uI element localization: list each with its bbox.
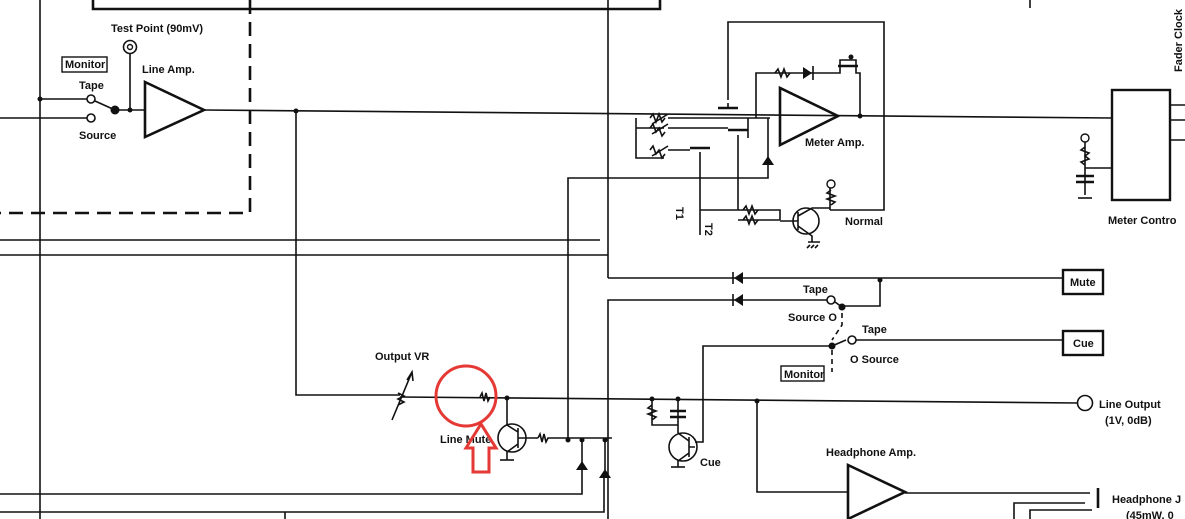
t2-label: T2	[702, 223, 714, 236]
line-output-wire	[399, 396, 1079, 404]
analog-switch-icons	[690, 21, 885, 235]
cue-terminal-box	[1061, 329, 1105, 357]
headphone-amp-icon	[846, 462, 909, 519]
wire	[812, 59, 861, 118]
diode-icon	[734, 272, 743, 284]
junction	[565, 437, 571, 443]
wire	[700, 209, 781, 221]
wire	[756, 401, 848, 493]
t1-label: T1	[673, 207, 685, 220]
cue-transistor-icon	[668, 432, 698, 462]
resistor-icon	[537, 431, 612, 445]
supply-terminal-icon	[1080, 133, 1090, 143]
resistor-icon	[479, 390, 491, 404]
bus-lines	[0, 239, 608, 256]
headphone-level-label: (45mW, 0	[1126, 510, 1174, 519]
wire	[905, 492, 1092, 519]
switch-wiper	[834, 301, 843, 308]
transistor-leads	[506, 424, 538, 460]
output-vr-icon	[391, 369, 414, 421]
junction	[848, 54, 854, 60]
transistor-leads	[780, 207, 830, 242]
tape-label: Tape	[803, 284, 828, 296]
test-point-label: Test Point (90mV)	[111, 23, 203, 35]
switch-contact-source	[86, 113, 96, 123]
diode-icon	[762, 156, 774, 165]
rc-network-icon	[1079, 142, 1112, 195]
module-boundary	[0, 0, 252, 215]
diode-icon	[599, 469, 611, 478]
meter-amp-label: Meter Amp.	[805, 137, 865, 149]
capacitor-icon	[1076, 174, 1094, 184]
junction	[37, 96, 43, 102]
bottom-wires	[0, 470, 605, 519]
monitor-switch-label-box	[61, 56, 108, 73]
annotation-circle	[434, 364, 498, 428]
line-output-level-label: (1V, 0dB)	[1105, 415, 1152, 427]
test-point-center	[126, 43, 134, 51]
diode-icon	[576, 461, 588, 470]
switch-contact-tape	[86, 94, 96, 104]
cue-label: Cue	[1073, 338, 1094, 350]
wire	[567, 118, 769, 440]
variable-resistor-icons	[649, 111, 669, 160]
meter-amp-icon	[778, 85, 841, 148]
output-vr-label: Output VR	[375, 351, 429, 363]
headphone-jack-label: Headphone J	[1112, 494, 1181, 506]
tape-label: Tape	[79, 80, 104, 92]
line-amp-label: Line Amp.	[142, 64, 195, 76]
switch-contact-tape	[826, 295, 836, 305]
monitor-switch-label-box	[780, 365, 825, 382]
switch-wiper	[831, 339, 847, 347]
junction	[127, 107, 133, 113]
tape-label: Tape	[862, 324, 887, 336]
meter-feedback-wire	[755, 72, 825, 118]
meter-control-label: Meter Contro	[1108, 215, 1177, 227]
ganged-switch-link	[831, 313, 843, 372]
main-signal-wire	[203, 109, 1113, 119]
wire	[607, 278, 881, 519]
monitor-label: Monitor	[784, 369, 825, 381]
normal-label: Normal	[845, 216, 883, 228]
headphone-amp-label: Headphone Amp.	[826, 447, 916, 459]
switch-contact-tape	[847, 335, 857, 345]
resistor-icon	[774, 66, 791, 80]
resistor-icon	[742, 203, 759, 227]
wire	[668, 117, 728, 151]
mute-label: Mute	[1070, 277, 1096, 289]
mute-terminal-box	[1061, 268, 1105, 296]
line-amp-icon	[143, 79, 208, 140]
line-output-label: Line Output	[1099, 399, 1161, 411]
source-label: Source	[79, 130, 116, 142]
capacitor-icon	[670, 409, 686, 419]
transistor-leads	[677, 432, 695, 467]
cue-control-wire	[695, 345, 832, 443]
junction	[857, 113, 863, 119]
junction	[877, 277, 883, 283]
line-output-terminal-icon	[1076, 394, 1094, 412]
wire	[1170, 104, 1185, 141]
source-label: O Source	[850, 354, 899, 366]
ground-icon	[806, 241, 820, 249]
line-mute-label: Line Mute	[440, 434, 491, 446]
input-wires	[0, 98, 87, 119]
diode-icon	[734, 294, 743, 306]
top-block-outline	[91, 0, 662, 11]
pullup-resistor-icon	[824, 185, 838, 210]
source-label: Source O	[788, 312, 837, 324]
wire	[830, 118, 885, 211]
annotation-arrow-icon	[463, 421, 499, 474]
zener-diode-icon	[803, 67, 812, 79]
supply-terminal-icon	[826, 179, 836, 189]
monitor-label: Monitor	[65, 59, 106, 71]
fader-clock-label: Fader Clock	[1173, 8, 1185, 72]
cue-transistor-label: Cue	[700, 457, 721, 469]
meter-control-block	[1110, 88, 1172, 202]
output-feed-wire	[295, 111, 400, 396]
